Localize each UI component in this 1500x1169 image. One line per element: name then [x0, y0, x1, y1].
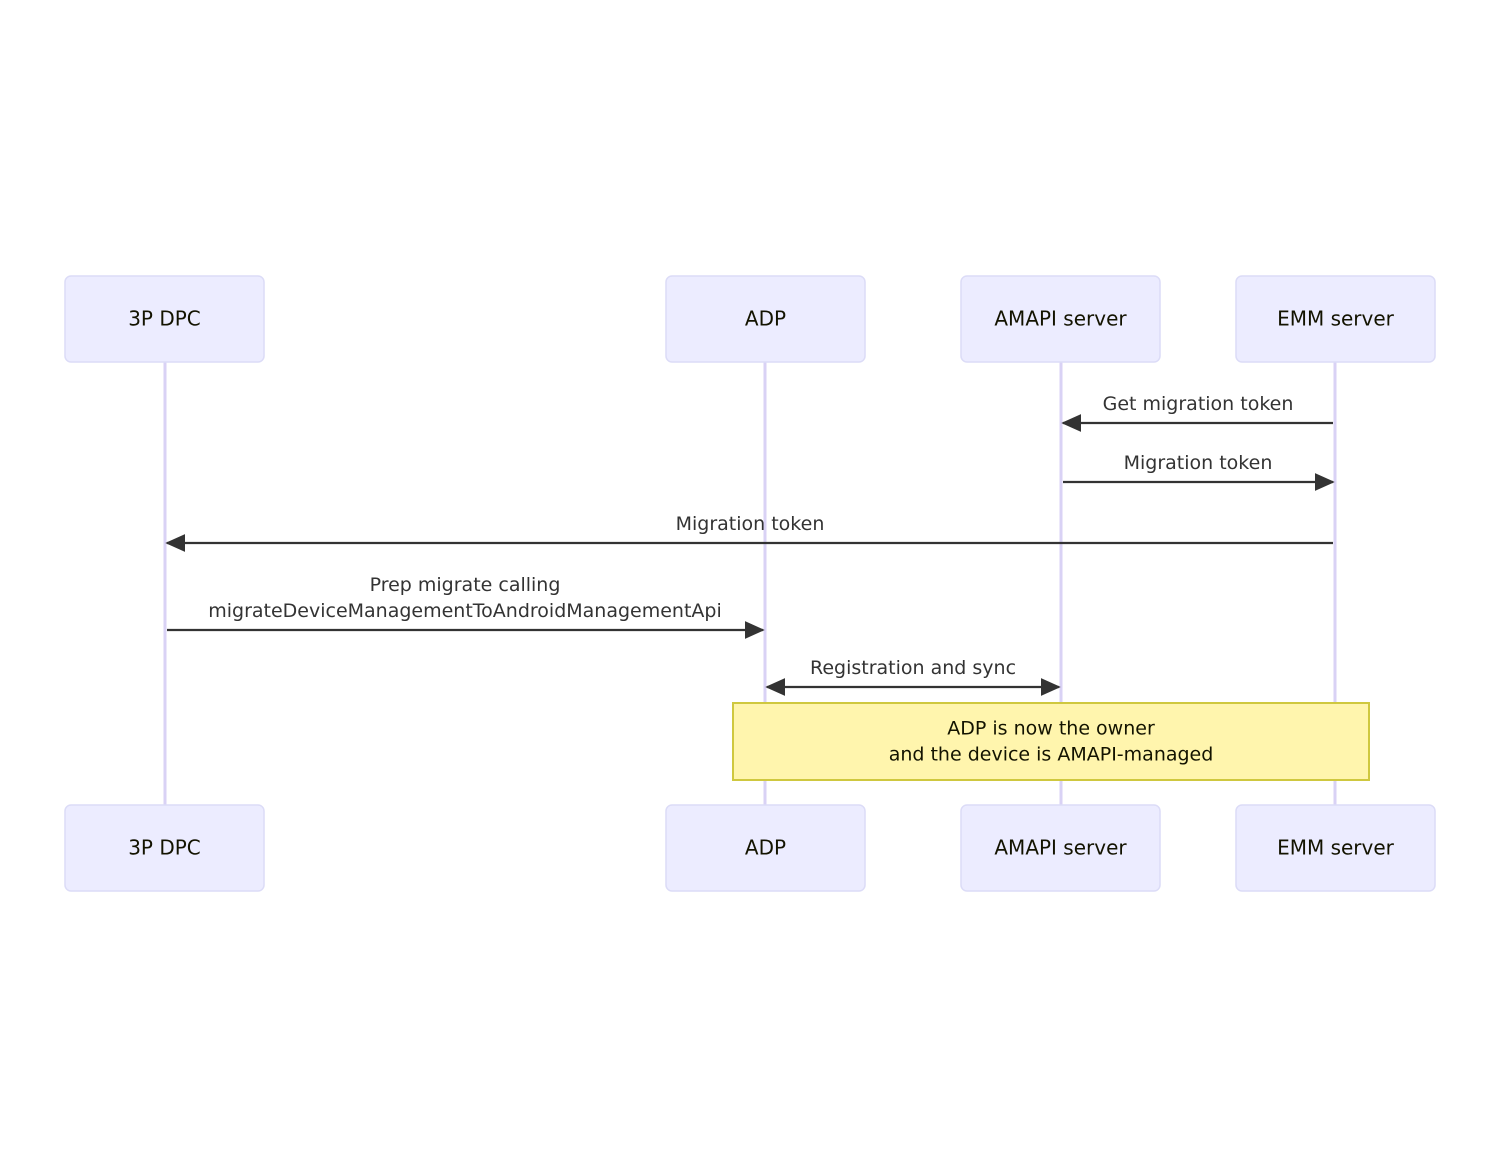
participant-label: AMAPI server	[994, 307, 1127, 331]
participant-amapi-top[interactable]: AMAPI server	[960, 275, 1161, 363]
note-n1: ADP is now the owner and the device is AM…	[732, 702, 1370, 781]
participant-adp-top[interactable]: ADP	[665, 275, 866, 363]
participant-label: EMM server	[1277, 307, 1395, 331]
notes-layer: ADP is now the owner and the device is AM…	[732, 702, 1370, 781]
participant-label: 3P DPC	[128, 307, 201, 331]
participant-emm-bottom[interactable]: EMM server	[1235, 804, 1436, 892]
participant-adp-bottom[interactable]: ADP	[665, 804, 866, 892]
message-m2[interactable]: Migration token	[1063, 452, 1335, 491]
note-label: ADP is now the owner	[947, 718, 1155, 740]
participant-label: ADP	[745, 836, 786, 860]
message-label: Registration and sync	[810, 657, 1016, 679]
message-m4[interactable]: Prep migrate calling migrateDeviceManagem…	[167, 574, 765, 639]
message-m1[interactable]: Get migration token	[1061, 393, 1333, 432]
message-label: Prep migrate calling	[370, 574, 561, 596]
message-m3[interactable]: Migration token	[165, 513, 1333, 552]
participant-emm-top[interactable]: EMM server	[1235, 275, 1436, 363]
participant-box[interactable]	[960, 275, 1161, 363]
participant-label: EMM server	[1277, 836, 1395, 860]
participant-label: ADP	[745, 307, 786, 331]
participant-dpc-bottom[interactable]: 3P DPC	[64, 804, 265, 892]
note-box	[732, 702, 1370, 781]
participant-box[interactable]	[665, 275, 866, 363]
participant-box[interactable]	[64, 804, 265, 892]
participant-amapi-bottom[interactable]: AMAPI server	[960, 804, 1161, 892]
participant-box[interactable]	[960, 804, 1161, 892]
message-label: Migration token	[676, 513, 825, 535]
participant-label: AMAPI server	[994, 836, 1127, 860]
message-label: Migration token	[1124, 452, 1273, 474]
participant-box[interactable]	[1235, 275, 1436, 363]
message-label: Get migration token	[1103, 393, 1294, 415]
participant-dpc-top[interactable]: 3P DPC	[64, 275, 265, 363]
participant-box[interactable]	[64, 275, 265, 363]
participant-box[interactable]	[1235, 804, 1436, 892]
participant-label: 3P DPC	[128, 836, 201, 860]
note-label: and the device is AMAPI-managed	[889, 744, 1214, 766]
message-label: migrateDeviceManagementToAndroidManageme…	[208, 600, 722, 622]
participant-box[interactable]	[665, 804, 866, 892]
message-m5[interactable]: Registration and sync	[765, 657, 1061, 696]
